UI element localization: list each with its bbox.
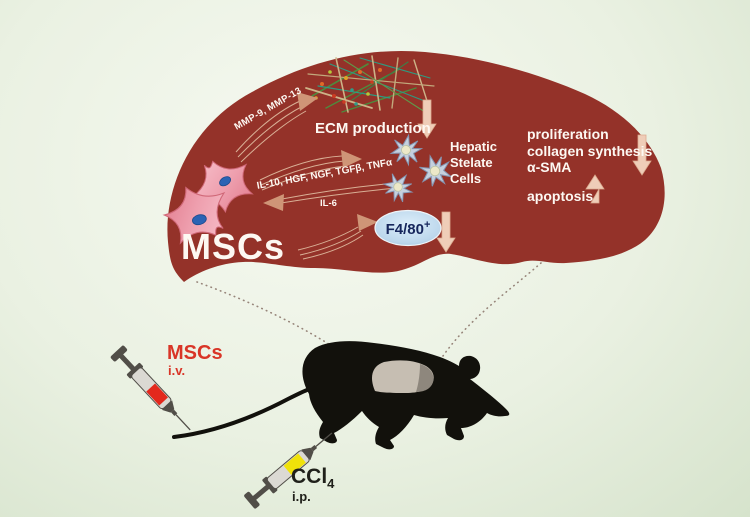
hsc-label-line-3: Cells [450,171,482,186]
msc-injection-label: MSCs [167,342,223,364]
mouse-body [302,341,510,450]
down-arrow-icon [632,134,652,176]
hepatic-stellate-cells-label: Hepatic Stelate Cells [450,139,497,187]
liver-shape [167,50,665,282]
ecm-mesh-icon [305,55,435,113]
ecm-production-label: ECM production [315,120,431,137]
ccl4-injection-label: CCl4 [291,466,334,490]
hsc-label-line-1: Hepatic [450,139,497,154]
effect-proliferation: proliferation [527,126,609,142]
ccl4-syringe-liquid [283,453,306,475]
down-arrow-icon [436,211,456,253]
up-arrow-icon [585,174,605,204]
il6-arrow-label: IL-6 [320,198,337,209]
msc-syringe-icon [109,344,198,437]
msc-cell-icon [162,160,254,245]
apoptosis-label: apoptosis [527,188,594,204]
mmp-arrow-icon [235,92,318,163]
f480-marker-label: F4/80+ [376,219,440,238]
mouse-tail [172,388,309,439]
ccl4-injection-route: i.p. [292,489,311,504]
mouse-icon [172,341,510,450]
msc-cells-label: MSCs [181,226,286,267]
msc-syringe-liquid [146,383,168,406]
macrophage-arrow-icon [297,214,378,260]
effect-collagen-synthesis: collagen synthesis [527,142,653,159]
effect-asma: α-SMA [527,159,572,175]
ccl4-base: CCl [291,465,328,488]
f480-plus: + [423,219,431,231]
ccl4-syringe-icon [242,425,339,510]
ccl4-sub: 4 [327,476,335,492]
msc-injection-route: i.v. [168,363,186,378]
cytokine-arrow-icon [259,150,362,191]
hsc-label-line-2: Stelate [450,155,493,170]
f480-ellipse [374,209,442,247]
decreased-effects-label: proliferation collagen synthesis α-SMA [527,126,652,176]
f480-base: F4/80 [385,221,424,238]
down-arrow-icon [417,99,437,139]
mouse-liver-lobe-icon [416,364,434,392]
dotted-projection-line [196,262,542,377]
